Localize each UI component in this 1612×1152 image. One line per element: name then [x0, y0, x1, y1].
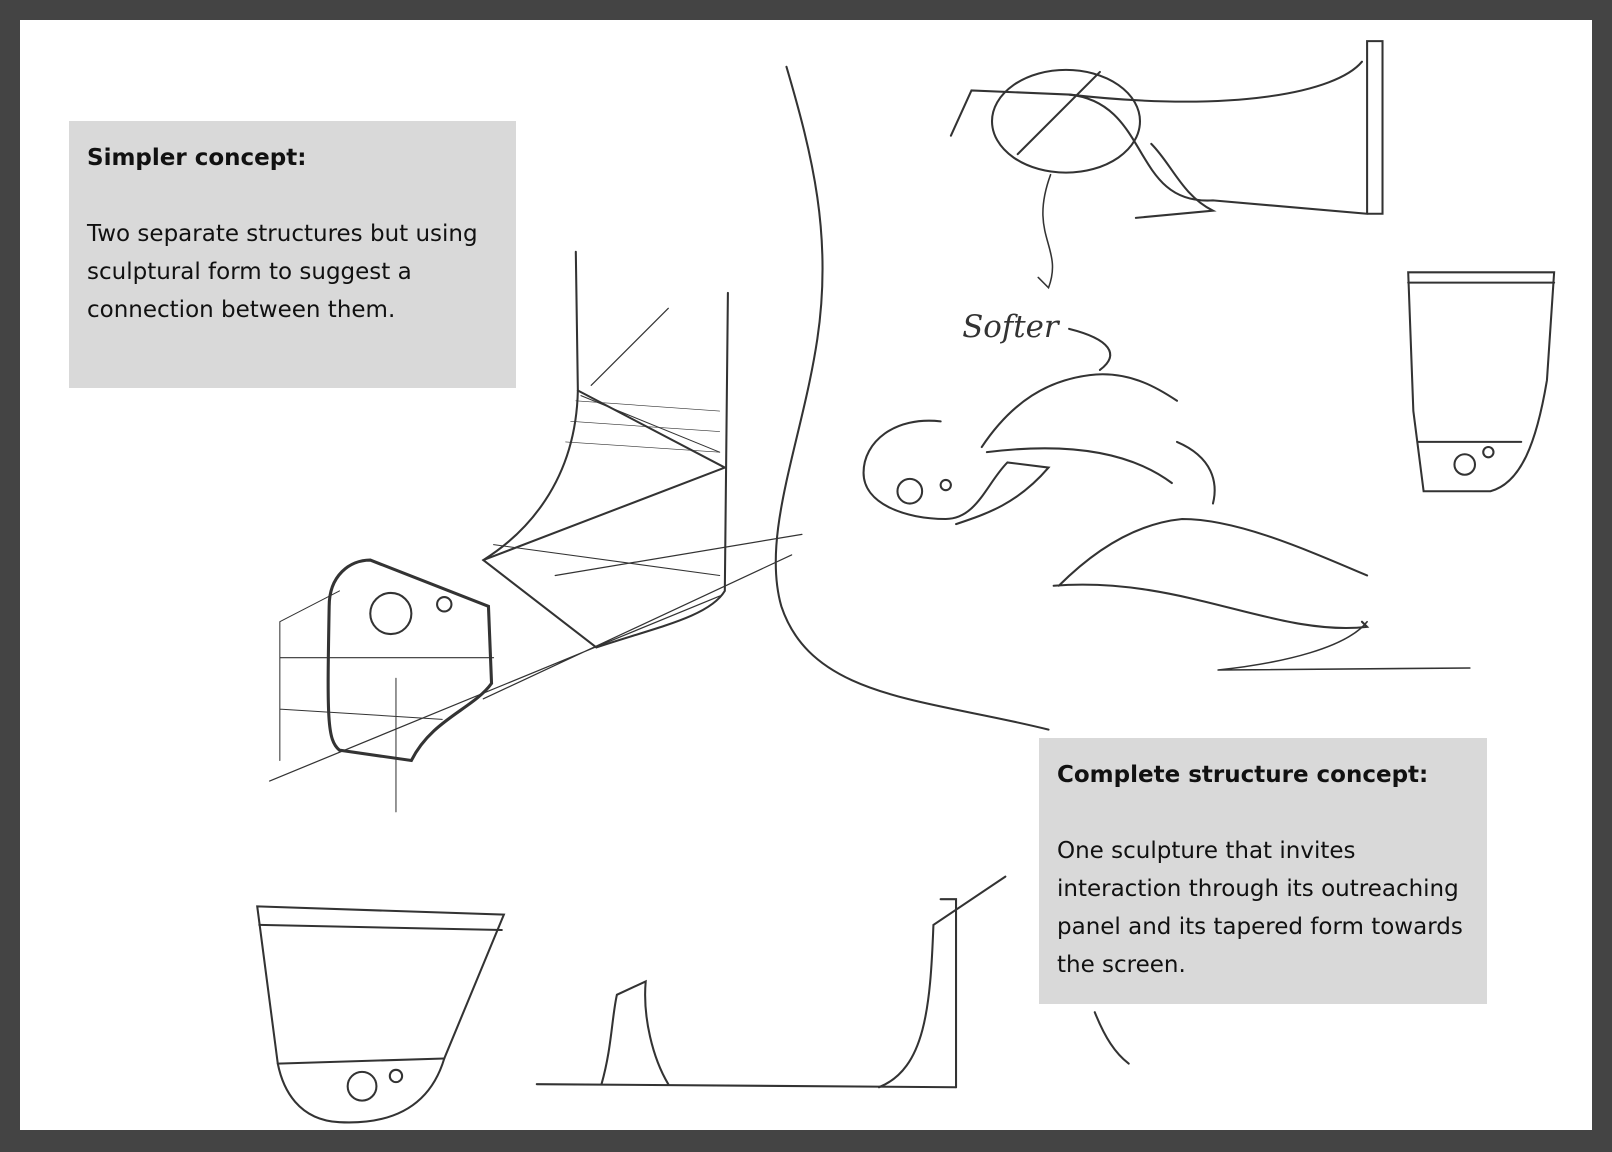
sketch-softer-forms — [862, 327, 1471, 671]
divider-curve — [774, 65, 1050, 731]
note-body: One sculpture that invites interaction t… — [1057, 838, 1463, 978]
complete-structure-note: Complete structure concept: One sculptur… — [1039, 738, 1487, 1004]
simpler-concept-note: Simpler concept: Two separate structures… — [69, 121, 516, 388]
note-title: Complete structure concept: — [1057, 762, 1429, 788]
sketch-side-profile — [535, 875, 1130, 1089]
sketch-tapered-front-left — [256, 905, 506, 1124]
note-title: Simpler concept: — [87, 145, 307, 171]
softer-annotation: Softer — [962, 309, 1061, 345]
sketch-simple-structures — [268, 250, 803, 813]
note-body: Two separate structures but using sculpt… — [87, 221, 478, 323]
sketch-tapered-front-right — [1407, 271, 1556, 493]
sketch-panel-side-view — [949, 40, 1384, 290]
